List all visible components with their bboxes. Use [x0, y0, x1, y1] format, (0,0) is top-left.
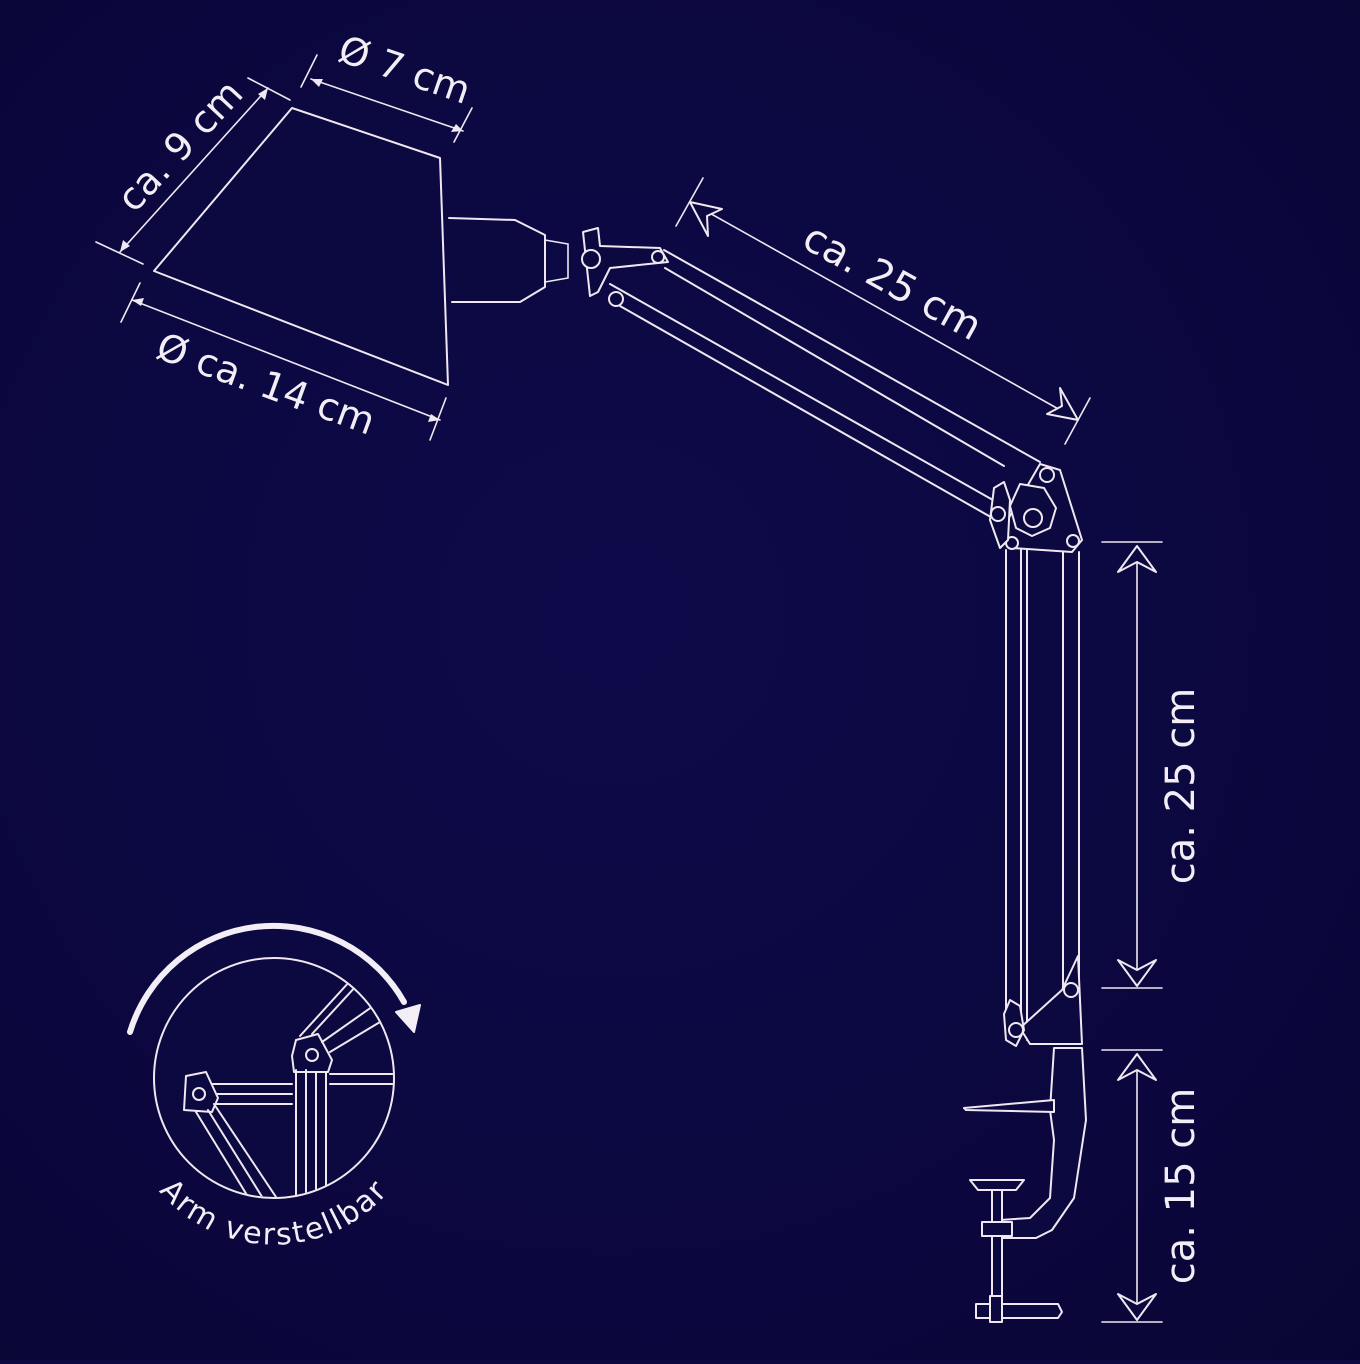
clamp-pad: [969, 1179, 1025, 1191]
clamp-body: [999, 1047, 1087, 1239]
inset-arm-detail: [183, 959, 393, 1197]
shade-neck: [448, 217, 546, 303]
upper-arm: [581, 227, 1041, 521]
inset-adjustable-arm: Arm verstellbar: [127, 922, 421, 1253]
shade-top-diameter-label: Ø 7 cm: [333, 27, 476, 113]
upper-arm-length-label: ca. 25 cm: [795, 215, 989, 351]
lower-arm-length-label: ca. 25 cm: [1158, 688, 1204, 885]
clamp-handle: [975, 1303, 1063, 1319]
rotate-arrow-icon: [127, 922, 407, 1035]
elbow-joint: [989, 463, 1083, 553]
inset-circle: [153, 957, 395, 1199]
lower-arm: [1003, 549, 1083, 1047]
dim-clamp: ca. 15 cm: [1101, 1049, 1204, 1323]
dim-lower-arm: ca. 25 cm: [1101, 541, 1204, 989]
clamp-top-jaw: [963, 1099, 1055, 1113]
clamp-height-label: ca. 15 cm: [1158, 1088, 1204, 1285]
head-joint: [582, 227, 669, 297]
shade-body: [153, 107, 449, 386]
head-joint-pivot: [581, 249, 601, 269]
clamp: [963, 1047, 1087, 1323]
shade-connector: [544, 239, 569, 283]
lamp-shade: [153, 107, 569, 386]
